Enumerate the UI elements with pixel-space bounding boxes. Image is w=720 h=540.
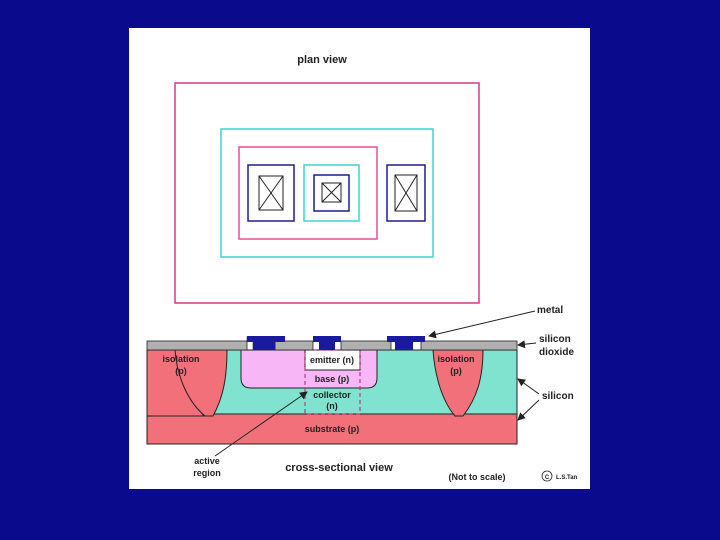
oxide-layer-mid1: [274, 340, 314, 351]
active-region-callout-arrow: [214, 391, 308, 457]
copyright-symbol: C: [545, 475, 550, 481]
cross-sectional-view-title: cross-sectional view: [285, 462, 393, 474]
plan-base-boundary: [238, 146, 378, 240]
substrate-label: substrate (p): [305, 424, 360, 434]
silicon-callout: silicon: [542, 391, 574, 402]
plan-isolation-boundary: [174, 82, 480, 304]
silicon-dioxide-callout-line1: silicon: [539, 334, 571, 345]
plan-emitter-region: [303, 164, 360, 222]
not-to-scale-note: (Not to scale): [448, 472, 505, 482]
substrate-region: [146, 413, 518, 445]
metal-collector-via: [395, 341, 413, 350]
metal-callout: metal: [537, 305, 563, 316]
author-credit: L.S.Tan: [556, 475, 578, 481]
plan-collector-contact-inner: [394, 174, 418, 212]
plan-base-contact-x2: [258, 175, 284, 211]
isolation-right-type: (p): [450, 366, 462, 376]
plan-collector-contact-x2: [394, 174, 418, 212]
silicon-callout-arrow-up: [517, 378, 540, 395]
plan-base-contact-outer: [247, 164, 295, 222]
collector-label: collector: [313, 390, 351, 400]
oxide-layer-right: [420, 340, 518, 351]
isolation-right-region: [432, 349, 484, 417]
plan-emitter-contact-inner: [321, 182, 342, 203]
emitter-label: emitter (n): [310, 355, 354, 365]
isolation-right-label: isolation: [437, 354, 474, 364]
metal-base-via: [257, 341, 275, 350]
plan-collector-contact-outer: [386, 164, 426, 222]
bjt-figure: plan view: [129, 28, 590, 489]
plan-view-title: plan view: [297, 54, 347, 66]
oxide-layer-mid2: [340, 340, 392, 351]
metal-callout-arrow: [428, 310, 536, 339]
metal-emitter-via: [319, 341, 335, 350]
collector-type: (n): [326, 401, 338, 411]
silicon-callout-arrow-down: [517, 399, 540, 421]
isolation-left-finger: [174, 349, 228, 417]
bjt-diagram: plan view: [146, 54, 578, 482]
isolation-left-type: (p): [175, 366, 187, 376]
isolation-left-label: isolation: [162, 354, 199, 364]
oxide-layer-left: [146, 340, 248, 351]
plan-base-contact-inner: [258, 175, 284, 211]
silicon-dioxide-callout-arrow: [517, 340, 537, 349]
metal-collector-top: [387, 336, 425, 342]
copyright-icon: [541, 470, 553, 482]
metal-emitter-top: [313, 336, 341, 342]
plan-emitter-contact-x2: [321, 182, 342, 203]
plan-collector-boundary: [220, 128, 434, 258]
silicon-dioxide-callout-line2: dioxide: [539, 347, 574, 358]
plan-emitter-contact-outer: [313, 174, 350, 212]
active-region-callout-line2: region: [193, 468, 221, 478]
active-region-callout-line1: active: [194, 456, 220, 466]
metal-base-top: [247, 336, 285, 342]
active-region-boundary: [304, 349, 361, 415]
base-label: base (p): [315, 374, 350, 384]
